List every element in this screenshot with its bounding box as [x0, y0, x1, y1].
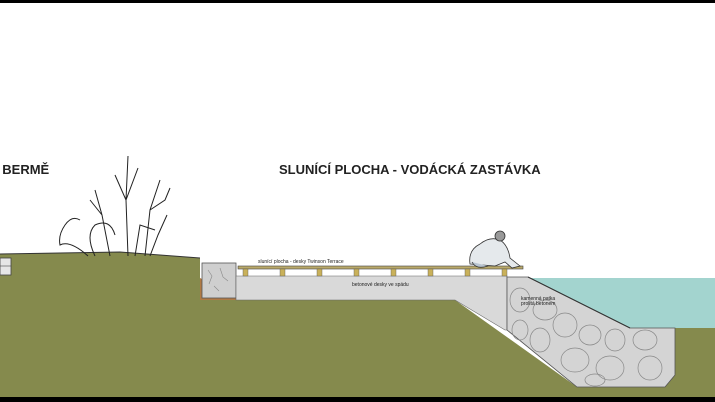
deck-boards [237, 265, 524, 270]
retaining-block [201, 262, 237, 299]
rock-label-line-1: kamenná patka [521, 296, 556, 302]
left-wall [0, 257, 12, 276]
left-section-title: V BERMĚ [0, 162, 50, 177]
slab-label: betonové desky ve spádu [352, 282, 409, 288]
deck-posts [242, 268, 508, 277]
rock-label-line-2: prolitá betonem [521, 301, 556, 307]
bottom-bar [0, 397, 715, 402]
main-section-title: SLUNÍCÍ PLOCHA - VODÁCKÁ ZASTÁVKA [279, 162, 541, 177]
shrub-drawing [59, 155, 171, 257]
ground [0, 252, 715, 398]
rock-pattern [509, 287, 663, 387]
top-bar [0, 0, 715, 3]
water [526, 278, 715, 328]
sitting-person-figure [469, 230, 521, 269]
deck-label: slunící plocha - desky Twinson Terrace [258, 259, 344, 265]
